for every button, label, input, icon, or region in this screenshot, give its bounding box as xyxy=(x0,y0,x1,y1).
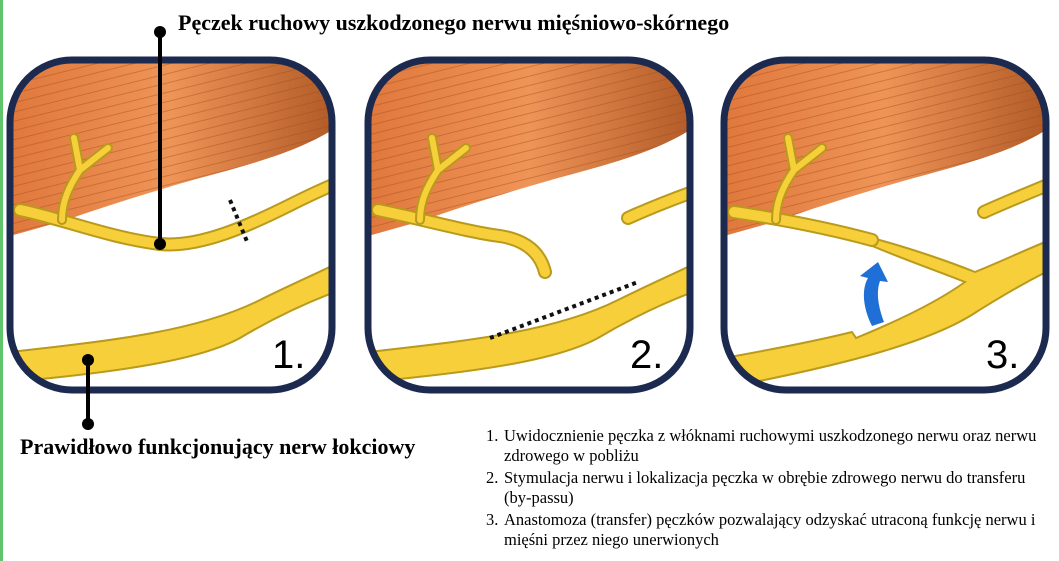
step-item: 2. Stymulacja nerwu i lokalizacja pęczka… xyxy=(486,468,1046,508)
pointer-bottom xyxy=(82,354,94,420)
ulnar-nerve xyxy=(724,236,1046,390)
step-number: 1. xyxy=(486,426,499,445)
panel-number: 1. xyxy=(272,333,305,377)
fascicle-marker xyxy=(489,280,639,340)
label-damaged-motor-fascicle: Pęczek ruchowy uszkodzonego nerwu mięśni… xyxy=(178,10,730,35)
pointer-top xyxy=(154,26,166,250)
panel-3: 3. xyxy=(720,56,1050,394)
ulnar-nerve xyxy=(368,260,690,384)
panel-2: 2. xyxy=(364,56,694,394)
diagram-canvas: 1. 2. xyxy=(6,26,1050,420)
step-number: 3. xyxy=(486,510,499,529)
step-item: 3. Anastomoza (transfer) pęczków pozwala… xyxy=(486,510,1046,550)
steps-list: 1. Uwidocznienie pęczka z włóknami rucho… xyxy=(486,426,1046,552)
step-text: Anastomoza (transfer) pęczków pozwalając… xyxy=(504,510,1036,549)
panel-number: 2. xyxy=(630,333,663,377)
step-text: Stymulacja nerwu i lokalizacja pęczka w … xyxy=(504,468,1026,507)
transfer-arrow xyxy=(860,262,888,326)
label-healthy-ulnar-nerve: Prawidłowo funkcjonujący nerw łokciowy xyxy=(20,434,416,459)
left-accent-border xyxy=(0,0,3,561)
panel-number: 3. xyxy=(986,333,1019,377)
step-item: 1. Uwidocznienie pęczka z włóknami rucho… xyxy=(486,426,1046,466)
step-number: 2. xyxy=(486,468,499,487)
step-text: Uwidocznienie pęczka z włóknami ruchowym… xyxy=(504,426,1037,465)
panel-1: 1. xyxy=(6,56,336,394)
ulnar-nerve xyxy=(10,260,332,384)
